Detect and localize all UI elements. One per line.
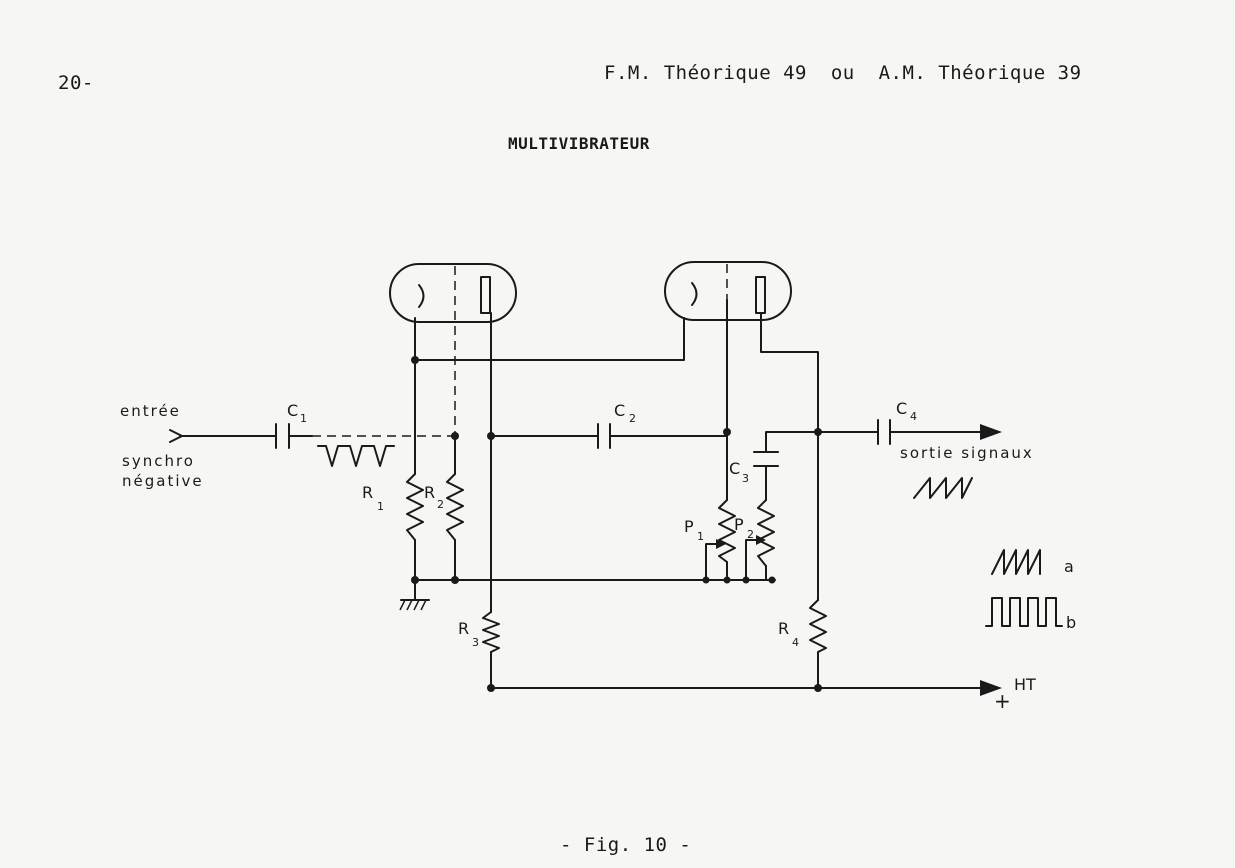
svg-text:3: 3 — [742, 472, 749, 485]
label-c1: C 1 — [287, 401, 307, 425]
svg-text:R: R — [778, 619, 789, 638]
svg-text:R: R — [458, 619, 469, 638]
page-number: 20- — [58, 72, 94, 94]
svg-text:C: C — [729, 459, 740, 478]
svg-text:2: 2 — [437, 498, 444, 511]
tube-1-anode — [480, 276, 491, 314]
diagram-title: MULTIVIBRATEUR — [508, 134, 650, 153]
potentiometer-p1 — [718, 499, 736, 563]
svg-text:1: 1 — [300, 412, 307, 425]
svg-text:R: R — [362, 483, 373, 502]
capacitor-c1 — [275, 423, 290, 449]
svg-text:R: R — [424, 483, 435, 502]
label-c3: C 3 — [729, 459, 749, 485]
p1-wiper-icon — [716, 539, 726, 549]
ht-plus-sign: + — [994, 689, 1011, 713]
input-label-line1: entrée — [120, 402, 181, 420]
ht-arrow-icon — [980, 680, 1002, 696]
ground-icon — [399, 599, 430, 611]
svg-text:4: 4 — [910, 410, 917, 423]
legend-label-a: a — [1064, 557, 1074, 576]
potentiometer-p2 — [757, 499, 775, 567]
legend-sawtooth-waveform — [991, 549, 1041, 575]
tube-1-cathode — [418, 284, 425, 308]
figure-caption: - Fig. 10 - — [560, 834, 692, 856]
input-arrow-icon — [169, 429, 183, 443]
svg-text:3: 3 — [472, 636, 479, 649]
svg-text:2: 2 — [747, 528, 754, 541]
junction-dots — [411, 356, 822, 692]
label-c2: C 2 — [614, 401, 636, 425]
output-arrow-icon — [980, 424, 1002, 440]
resistor-r4 — [809, 599, 827, 653]
label-p2: P 2 — [734, 515, 754, 541]
sync-pulse-waveform — [317, 445, 395, 467]
running-title: F.M. Théorique 49 ou A.M. Théorique 39 — [604, 62, 1082, 84]
svg-text:C: C — [614, 401, 625, 420]
ht-label: HT — [1014, 675, 1036, 694]
tube-2-anode — [755, 276, 766, 314]
legend-label-b: b — [1066, 613, 1076, 632]
label-r1: R 1 — [362, 483, 384, 513]
label-r4: R 4 — [778, 619, 799, 649]
svg-text:C: C — [287, 401, 298, 420]
wiring — [179, 299, 986, 689]
label-r2: R 2 — [424, 483, 444, 511]
tube-1 — [389, 263, 517, 440]
p2-wiper-icon — [756, 535, 766, 545]
svg-text:P: P — [684, 517, 694, 536]
svg-text:4: 4 — [792, 636, 799, 649]
svg-text:2: 2 — [629, 412, 636, 425]
capacitor-c4 — [877, 419, 891, 445]
input-label-line3: négative — [122, 472, 204, 490]
svg-text:1: 1 — [697, 530, 704, 543]
tube-2-cathode — [691, 282, 698, 306]
capacitor-c2 — [597, 423, 611, 449]
output-label: sortie signaux — [900, 444, 1034, 462]
resistor-r2 — [446, 473, 464, 541]
output-sawtooth-waveform — [913, 477, 973, 499]
label-c4: C 4 — [896, 399, 917, 423]
label-r3: R 3 — [458, 619, 479, 649]
svg-text:P: P — [734, 515, 744, 534]
svg-text:1: 1 — [377, 500, 384, 513]
input-label-line2: synchro — [122, 452, 195, 470]
svg-text:C: C — [896, 399, 907, 418]
capacitor-c3 — [753, 451, 779, 467]
resistor-r3 — [482, 611, 500, 653]
resistor-r1 — [406, 473, 424, 541]
legend-square-waveform — [985, 597, 1063, 627]
label-p1: P 1 — [684, 517, 704, 543]
